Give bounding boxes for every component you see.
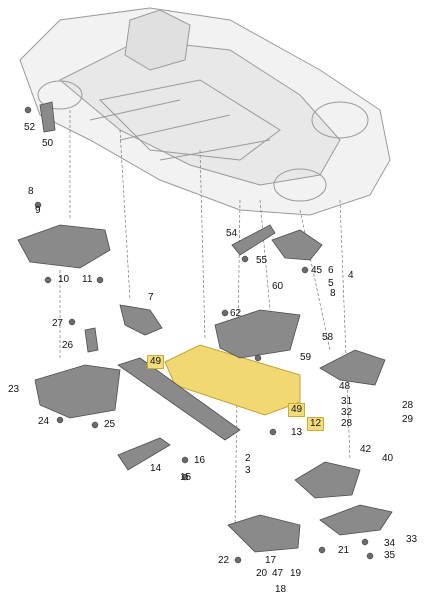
part-40-rear-shield bbox=[294, 461, 361, 499]
callout-28a: 28 bbox=[341, 418, 353, 429]
screw-10 bbox=[44, 276, 52, 284]
callout-19: 19 bbox=[290, 568, 302, 579]
callout-40: 40 bbox=[382, 453, 394, 464]
callout-55: 55 bbox=[256, 255, 268, 266]
screw-24 bbox=[56, 416, 64, 424]
screw-62 bbox=[221, 309, 229, 317]
screw-34 bbox=[361, 538, 369, 546]
screw-13 bbox=[269, 428, 277, 436]
part-26-clip bbox=[84, 327, 99, 353]
callout-50: 50 bbox=[42, 138, 54, 149]
callout-59: 59 bbox=[300, 352, 312, 363]
callout-8a: 8 bbox=[28, 186, 34, 197]
callout-3: 3 bbox=[245, 465, 251, 476]
callout-15: 15 bbox=[180, 472, 192, 483]
callout-16: 16 bbox=[194, 455, 206, 466]
callout-18: 18 bbox=[275, 584, 287, 595]
callout-24: 24 bbox=[38, 416, 50, 427]
car-body-underside bbox=[19, 7, 391, 216]
leader-lines bbox=[59, 110, 351, 531]
part-14-sill-trim bbox=[117, 437, 171, 471]
callout-10: 10 bbox=[58, 274, 70, 285]
callout-14: 14 bbox=[150, 463, 162, 474]
part-50-bracket bbox=[39, 101, 56, 133]
parts bbox=[17, 101, 393, 553]
callout-35: 35 bbox=[384, 550, 396, 561]
part-8-front-left-panel bbox=[17, 224, 111, 269]
callout-9: 9 bbox=[35, 205, 41, 216]
callout-49-right: 49 bbox=[288, 403, 306, 417]
callout-17: 17 bbox=[265, 555, 277, 566]
callout-33: 33 bbox=[406, 534, 418, 545]
callout-2: 2 bbox=[245, 453, 251, 464]
screw-16 bbox=[181, 456, 189, 464]
screw-59 bbox=[254, 354, 262, 362]
screw-15 bbox=[181, 473, 189, 481]
callout-32: 32 bbox=[341, 407, 353, 418]
part-4-heat-shield bbox=[271, 229, 323, 261]
screw-52 bbox=[24, 106, 32, 114]
callout-13: 13 bbox=[291, 427, 303, 438]
screw-35 bbox=[366, 552, 374, 560]
callout-22: 22 bbox=[218, 555, 230, 566]
callout-42: 42 bbox=[360, 444, 372, 455]
screw-9 bbox=[34, 201, 42, 209]
screw-22 bbox=[234, 556, 242, 564]
part-7-bracket bbox=[119, 304, 163, 336]
callout-5: 5 bbox=[328, 278, 334, 289]
screw-45 bbox=[301, 266, 309, 274]
callout-47: 47 bbox=[272, 568, 284, 579]
callout-45: 45 bbox=[311, 265, 323, 276]
part-48-rear-cover bbox=[319, 349, 386, 386]
screw-55 bbox=[241, 255, 249, 263]
screw-11 bbox=[96, 276, 104, 284]
callout-49-left: 49 bbox=[147, 355, 165, 369]
callout-21: 21 bbox=[338, 545, 350, 556]
callout-11: 11 bbox=[82, 274, 93, 285]
screw-21 bbox=[318, 546, 326, 554]
callout-4: 4 bbox=[348, 270, 354, 281]
screw-27 bbox=[68, 318, 76, 326]
callout-20: 20 bbox=[256, 568, 268, 579]
callout-27: 27 bbox=[52, 318, 64, 329]
callout-54: 54 bbox=[226, 228, 238, 239]
callout-48: 48 bbox=[339, 381, 351, 392]
callout-31: 31 bbox=[341, 396, 353, 407]
callout-58: 58 bbox=[322, 332, 334, 343]
callout-60: 60 bbox=[272, 281, 284, 292]
callout-23: 23 bbox=[8, 384, 20, 395]
callout-34: 34 bbox=[384, 538, 396, 549]
callout-26: 26 bbox=[62, 340, 74, 351]
callout-7: 7 bbox=[148, 292, 154, 303]
callout-12: 12 bbox=[307, 417, 325, 431]
fasteners bbox=[24, 106, 374, 564]
callout-52: 52 bbox=[24, 122, 36, 133]
screw-25 bbox=[91, 421, 99, 429]
part-58-rear-panel bbox=[214, 309, 301, 359]
part-23-left-rear-panel bbox=[34, 364, 121, 419]
part-54-bracket bbox=[231, 224, 276, 256]
callout-62: 62 bbox=[230, 308, 242, 319]
part-33-rear-diffuser bbox=[319, 504, 393, 536]
part-18-rear-panel bbox=[227, 514, 301, 553]
part-long-sill-panel bbox=[117, 357, 241, 441]
callout-29: 29 bbox=[402, 414, 414, 425]
callout-8b: 8 bbox=[330, 288, 336, 299]
callout-6: 6 bbox=[328, 265, 334, 276]
callout-25: 25 bbox=[104, 419, 116, 430]
callout-28b: 28 bbox=[402, 400, 414, 411]
